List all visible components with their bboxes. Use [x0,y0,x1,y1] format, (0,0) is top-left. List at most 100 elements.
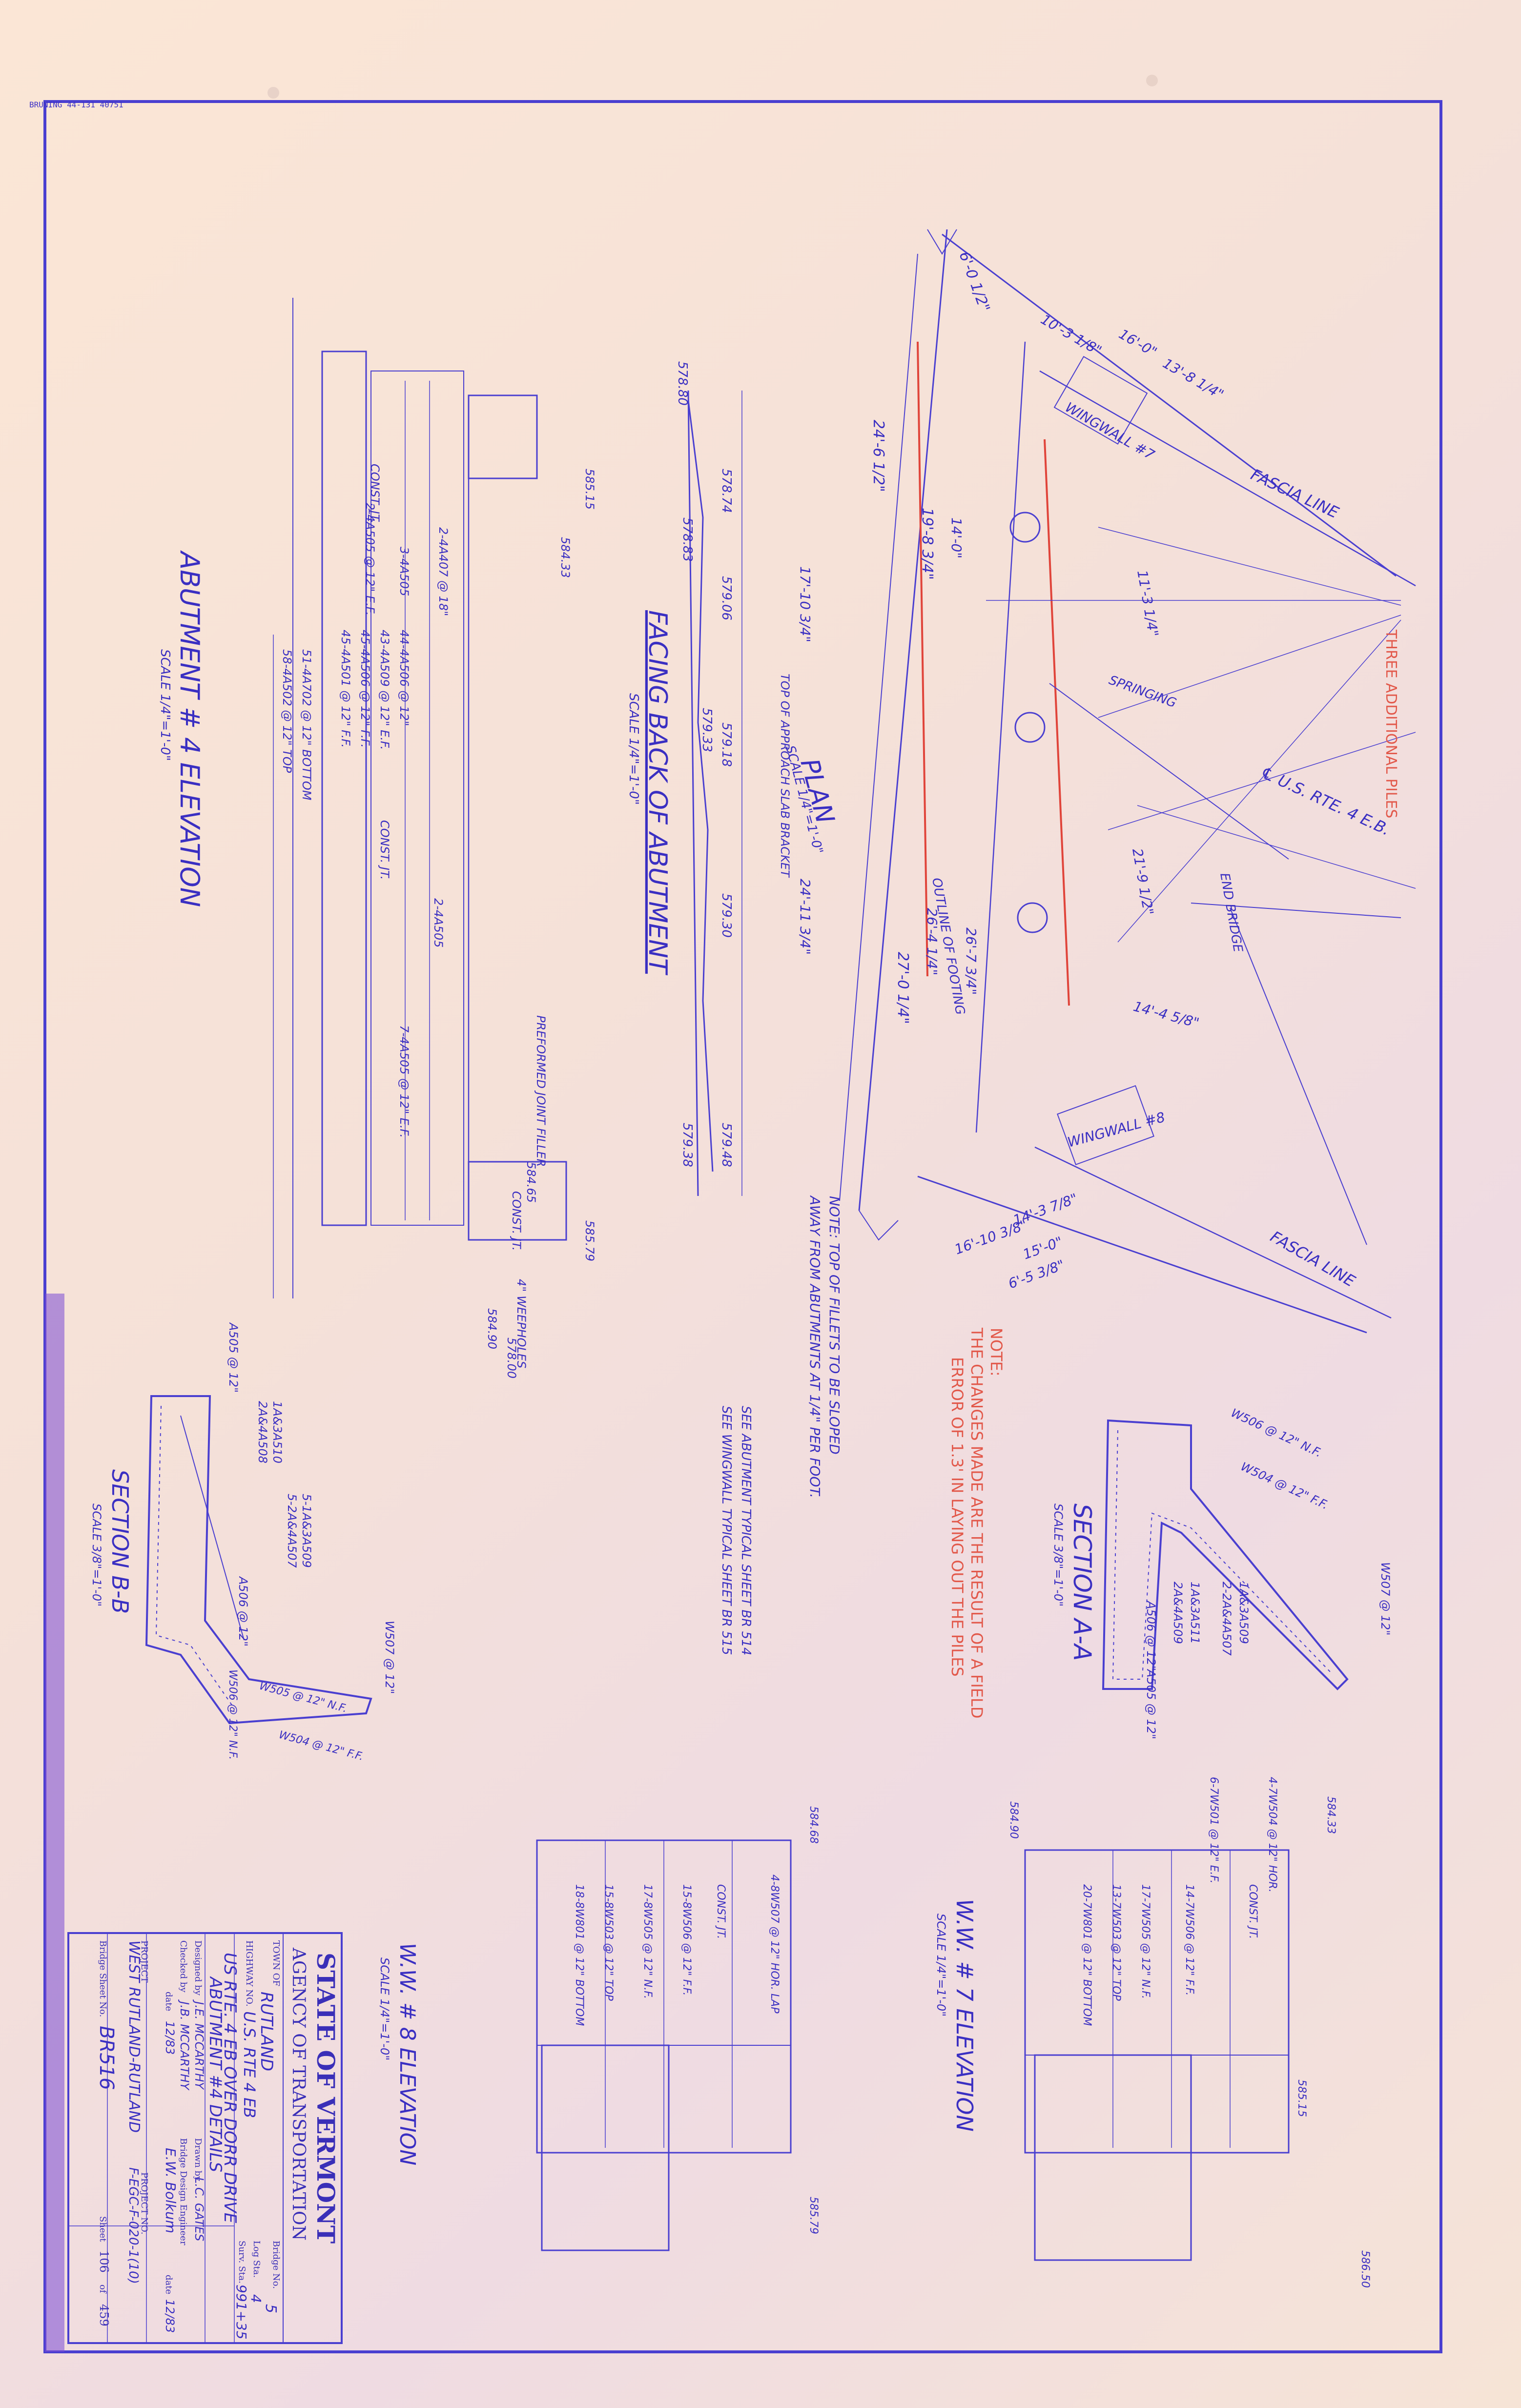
rebar-label: 4-8W507 @ 12" HOR. LAP [768,1874,781,2014]
dim-label: 11'-3 1/4" [1134,569,1161,638]
ww7-title: W.W. # 7 ELEVATION [951,1899,978,2132]
project-label: PROJECT [139,1940,149,1983]
facing-back-view: 578.80 578.74 578.83 579.06 579.33 579.1… [626,361,813,1196]
elevation: 579.33 [699,708,714,752]
dim-label: 14'-0" [948,517,965,558]
title-block: STATE OF VERMONT AGENCY OF TRANSPORTATIO… [67,1932,343,2344]
section-bb-scale: SCALE 3/8"=1'-0" [90,1503,103,1606]
state-name: STATE OF VERMONT [311,1953,340,2243]
designed-value: J.E. MCCARTHY [192,1999,206,2090]
rebar-label: 13-7W503 @ 12" TOP [1110,1884,1122,2001]
rebar-label: 6-7W501 @ 12" E.F. [1208,1777,1220,1883]
section-aa-scale: SCALE 3/8"=1'-0" [1051,1503,1065,1606]
surv-sta-label: Surv. Sta. [237,2241,247,2284]
town-label: TOWN OF [271,1940,281,1986]
dim-label: 13'-8 1/4" [1160,355,1227,403]
elevation: 578.00 [505,1338,518,1379]
date-value: 12/83 [163,2299,177,2333]
border-frame [43,100,1442,2353]
left-binding-strip [45,1294,64,2352]
abutment-elevation-title: ABUTMENT # 4 ELEVATION [174,550,205,907]
see-wingwall-note: SEE WINGWALL TYPICAL SHEET BR 515 [719,1406,734,1655]
sheet-total: 459 [97,2304,111,2326]
ww8-scale: SCALE 1/4"=1'-0" [378,1957,391,2060]
sheet-number: 106 [97,2250,111,2273]
const-jt-label: CONST. JT. [1247,1884,1259,1939]
log-sta-label: Log Sta. [251,2241,262,2278]
bridge-no-value: 5 [262,2304,279,2313]
dim-label: 6'-0 1/2" [955,249,993,314]
field-error-note: NOTE: THE CHANGES MADE ARE THE RESULT OF… [948,1327,1006,1718]
rebar-label: 2A&4A508 [256,1401,269,1463]
dim-label: 24'-11 3/4" [797,879,813,955]
rebar-label: 15-8W503 @ 12" TOP [602,1884,615,2001]
rebar-label: A505 @ 12" [1144,1668,1158,1739]
rebar-label: 17-7W505 @ 12" N.F. [1139,1884,1151,1999]
const-jt-label: CONST. JT. [510,1191,523,1251]
facing-back-scale: SCALE 1/4"=1'-0" [626,693,641,805]
checked-label: Checked by [178,1940,188,1993]
highway-value: U.S. RTE 4 EB [240,2011,259,2118]
note-heading: NOTE: [987,1328,1006,1377]
punch-hole [1146,75,1158,86]
section-aa-view: 1A&3A509 2-2A&4A507 1A&3A511 2A&4A509 A5… [1051,1406,1392,1739]
rebar-label: 51-4A702 @ 12" BOTTOM [300,649,313,801]
fascia-line-label: FASCIA LINE [1248,465,1342,522]
rebar-label: 3-4A505 [397,547,411,596]
dim-label: 26'-7 3/4" [963,927,979,995]
elevation: 584.65 [524,1162,538,1203]
dim-label: 24'-6 1/2" [870,420,887,492]
dim-label: 16'-0" [1116,326,1160,360]
ww8-title: W.W. # 8 ELEVATION [395,1943,420,2165]
springing-label: SPRINGING [1107,673,1178,711]
rebar-label: A506 @ 12" [236,1576,250,1646]
rebar-label: W504 @ 12" F.F. [277,1729,365,1763]
elevation: 585.15 [1295,2079,1308,2117]
engineer-label: Bridge Design Engineer [178,2138,188,2245]
weepholes-label: 4" WEEPHOLES [514,1279,528,1368]
designed-label: Designed by [193,1940,203,1996]
rebar-label: 4-7W504 @ 12" HOR. [1266,1777,1278,1893]
rebar-label: A505 @ 12" [226,1322,240,1393]
date-label: date [164,2275,174,2294]
see-abutment-note: SEE ABUTMENT TYPICAL SHEET BR 514 [739,1406,753,1655]
facing-back-title: FACING BACK OF ABUTMENT [643,610,672,976]
bridge-sheet-value: BR516 [95,2026,118,2090]
const-jt-label: CONST. JT. [368,464,382,523]
bridge-sheet-label: Bridge Sheet No. [98,1940,108,2017]
project-no-value: F-EGC-F-020-1(10) [126,2167,141,2284]
elevation: 584.90 [1007,1801,1020,1839]
elevation: 585.79 [807,2197,820,2234]
description-line2: ABUTMENT #4 DETAILS [206,1976,225,2172]
preformed-label: PREFORMED JOINT FILLER [534,1015,548,1167]
dim-label: 21'-9 1/2" [1129,847,1156,916]
section-aa-title: SECTION A-A [1068,1503,1096,1661]
wingwall7-label: WINGWALL #7 [1063,399,1158,463]
abutment-elevation-view: 3-4A505 44-4A506 @ 12" 43-4A509 @ 12" E.… [158,298,596,1379]
rebar-label: W506 @ 12" N.F. [226,1669,239,1760]
sheet-label: Sheet [98,2216,108,2242]
rebar-label: 17-8W505 @ 12" N.F. [641,1884,654,1999]
note-text: THE CHANGES MADE ARE THE RESULT OF A FIE… [967,1327,986,1718]
dim-label: 6'-5 3/8" [1006,1256,1067,1292]
ww7-elevation-view: 6-7W501 @ 12" E.F. 4-7W504 @ 12" HOR. 13… [934,1777,1371,2288]
elevation: 584.90 [485,1308,499,1349]
of-label: of [98,2285,108,2294]
town-value: RUTLAND [257,1992,276,2071]
rebar-label: 7-4A505 @ 12" E.F. [397,1025,411,1138]
date-label: date [164,1992,174,2011]
rebar-label: 1A&3A511 [1188,1582,1202,1644]
rebar-label: 1A&3A510 [270,1401,284,1463]
elevation: 578.74 [719,469,734,513]
dim-label: 26'-4 1/4" [924,908,940,975]
dim-label: 17'-10 3/4" [797,566,813,642]
dim-label: 10'-3 1/8" [1038,311,1105,359]
rebar-label: W507 @ 12" [383,1621,396,1694]
elevation: 584.33 [1325,1796,1337,1834]
const-jt-label: CONST. JT. [378,820,391,880]
rebar-label: 58-4A502 @ 12" TOP [280,649,294,773]
bridge-no-label: Bridge No. [271,2241,281,2289]
plan-view: 6'-0 1/2" 10'-3 1/8" 16'-0" 13'-8 1/4" 2… [782,229,1416,1498]
elevation: 586.50 [1359,2250,1371,2288]
